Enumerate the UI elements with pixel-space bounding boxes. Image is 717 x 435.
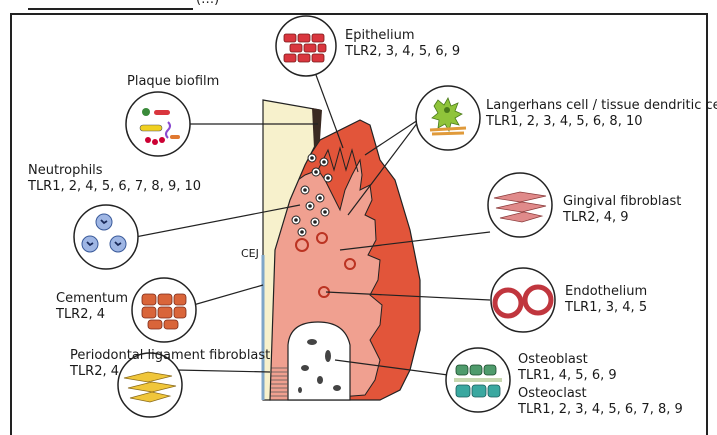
osteoblast-name: Osteoblast [518, 352, 588, 368]
blood-vessel [296, 239, 308, 251]
pdl-fibroblast-name: Periodontal ligament fibroblast [70, 348, 270, 364]
cej-label: CEJ [241, 246, 259, 262]
osteoblast-tlr: TLR1, 4, 5, 6, 9 [518, 368, 617, 384]
neutrophils-name: Neutrophils [28, 163, 103, 179]
bone-speck [317, 376, 323, 384]
bone-speck [307, 339, 317, 345]
neutrophils-tlr: TLR1, 2, 4, 5, 6, 7, 8, 9, 10 [28, 179, 201, 195]
endothelium-tlr: TLR1, 3, 4, 5 [565, 300, 647, 316]
epithelium-callout [276, 16, 336, 76]
gingival-fibroblast-tlr: TLR2, 4, 9 [563, 210, 629, 226]
osteoclast-tlr: TLR1, 2, 3, 4, 5, 6, 7, 8, 9 [518, 402, 683, 418]
gingival-fibroblast-callout [488, 173, 552, 237]
gingival-fibroblast-name: Gingival fibroblast [563, 194, 681, 210]
langerhans-tlr: TLR1, 2, 3, 4, 5, 6, 8, 10 [486, 114, 643, 130]
epithelium-tlr: TLR2, 3, 4, 5, 6, 9 [345, 44, 460, 60]
endothelium-name: Endothelium [565, 284, 647, 300]
blood-vessel [345, 259, 355, 269]
cementum-callout [132, 278, 196, 342]
neutrophils-callout [74, 205, 138, 269]
bone-speck [325, 350, 331, 362]
plaque-name: Plaque biofilm [127, 74, 219, 90]
plaque-callout [126, 92, 190, 156]
pdl-fibroblast-tlr: TLR2, 4 [70, 364, 119, 380]
cementum-tlr: TLR2, 4 [56, 307, 105, 323]
endothelium-callout [491, 268, 555, 332]
osteoblast-callout [446, 348, 510, 412]
langerhans-name: Langerhans cell / tissue dendritic cell [486, 98, 717, 114]
bone-speck [298, 387, 302, 393]
cementum-name: Cementum [56, 291, 128, 307]
epithelium-name: Epithelium [345, 28, 415, 44]
bone-speck [333, 385, 341, 391]
langerhans-callout [416, 86, 480, 150]
bone-speck [301, 365, 309, 371]
blood-vessel [317, 233, 327, 243]
osteoclast-name: Osteoclast [518, 386, 587, 402]
